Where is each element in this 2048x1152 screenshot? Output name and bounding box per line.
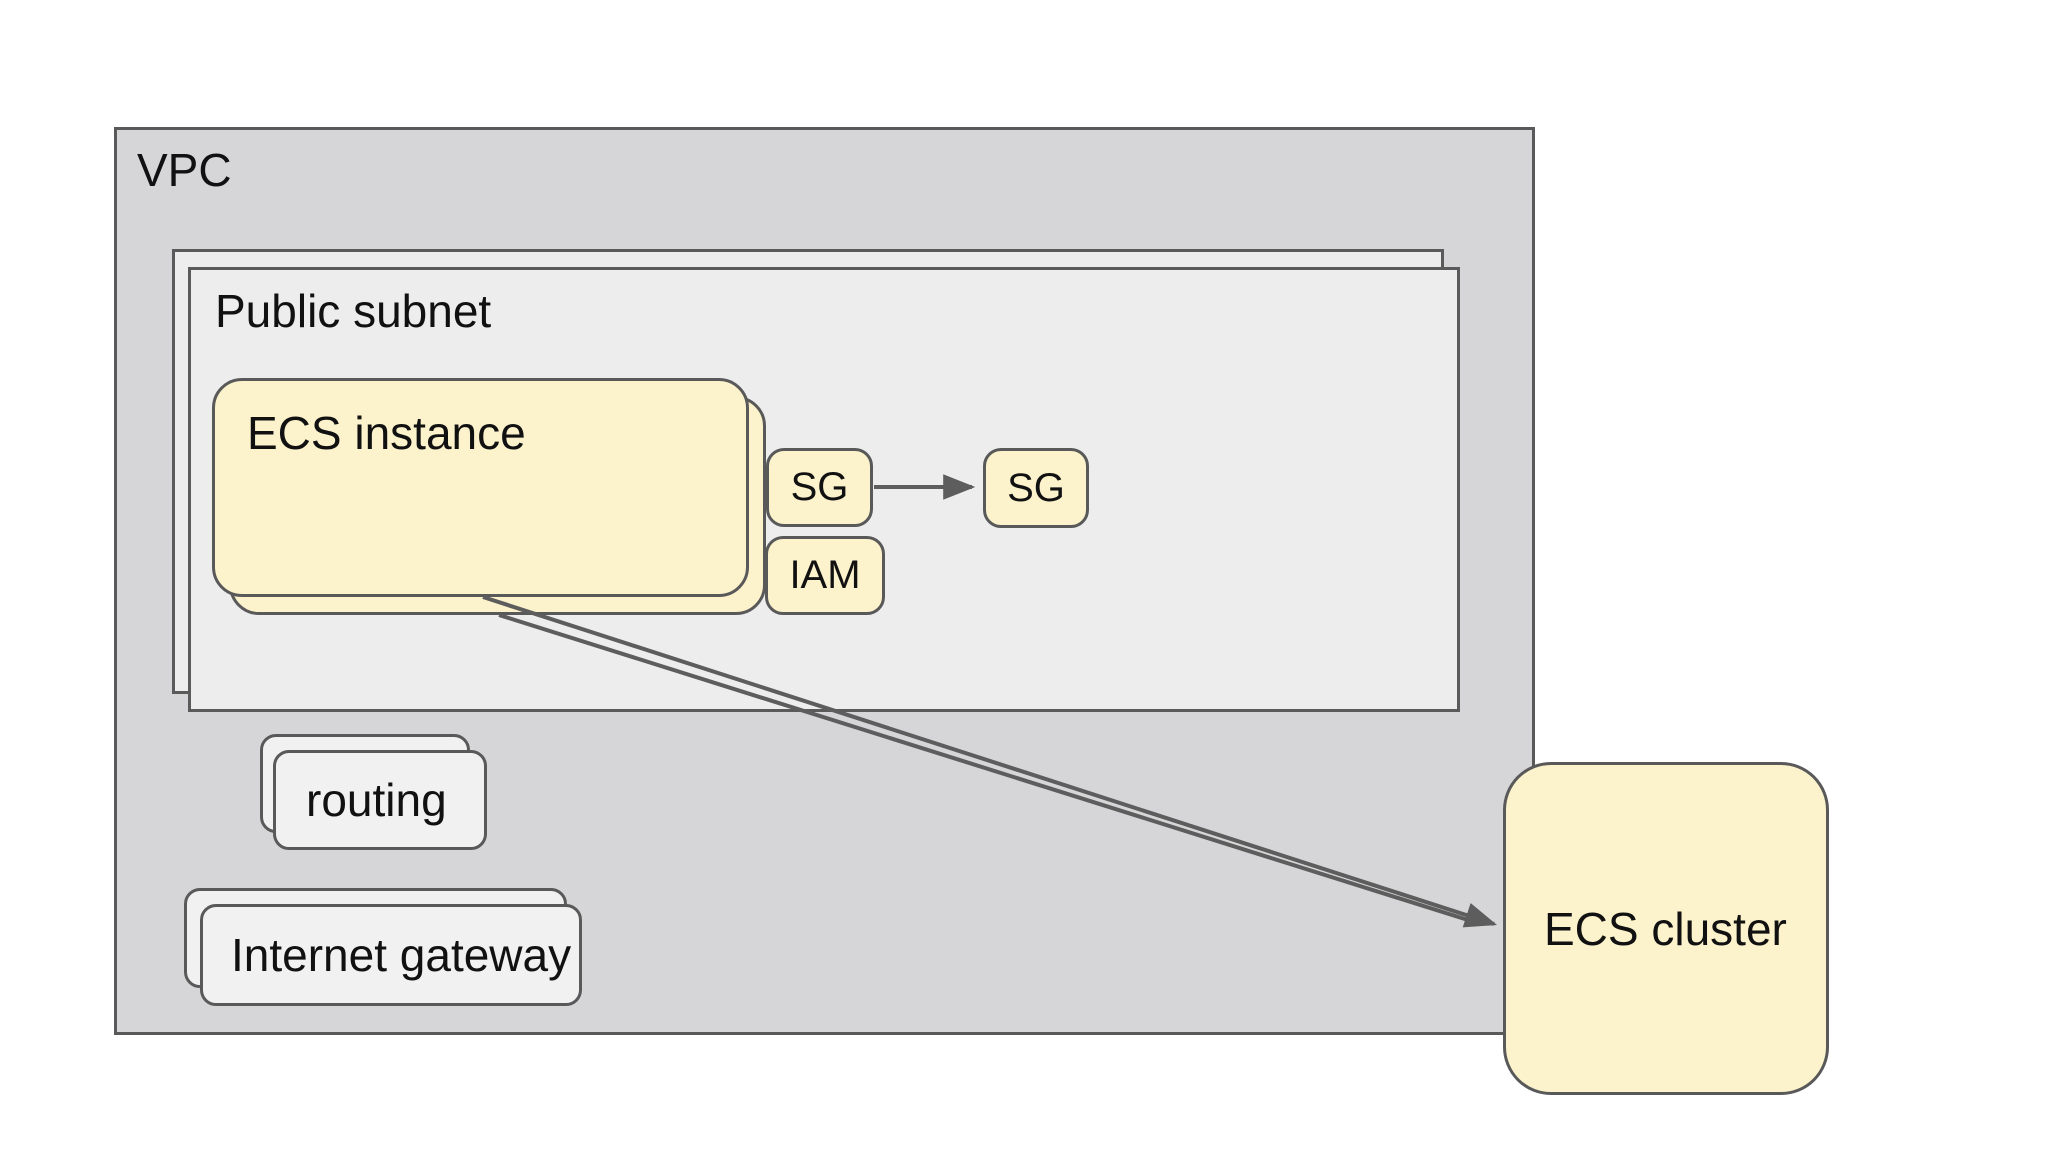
vpc-label: VPC	[137, 144, 232, 196]
routing-label: routing	[306, 774, 447, 826]
iam-node: IAM	[765, 536, 885, 615]
public-subnet-label: Public subnet	[215, 285, 492, 337]
sg-external-node: SG	[983, 448, 1089, 528]
sg-instance-node: SG	[766, 448, 873, 527]
ecs-cluster-label: ECS cluster	[1544, 902, 1787, 955]
internet-gateway-label: Internet gateway	[231, 929, 572, 981]
ecs-cluster-node: ECS cluster	[1503, 762, 1829, 1095]
sg-external-label: SG	[1007, 465, 1065, 510]
sg-instance-label: SG	[790, 465, 849, 509]
routing-node: routing	[273, 750, 487, 850]
iam-label: IAM	[789, 553, 861, 597]
internet-gateway-node: Internet gateway	[200, 904, 582, 1006]
ecs-instance-node: ECS instance	[212, 378, 749, 597]
ecs-instance-label: ECS instance	[247, 407, 526, 459]
